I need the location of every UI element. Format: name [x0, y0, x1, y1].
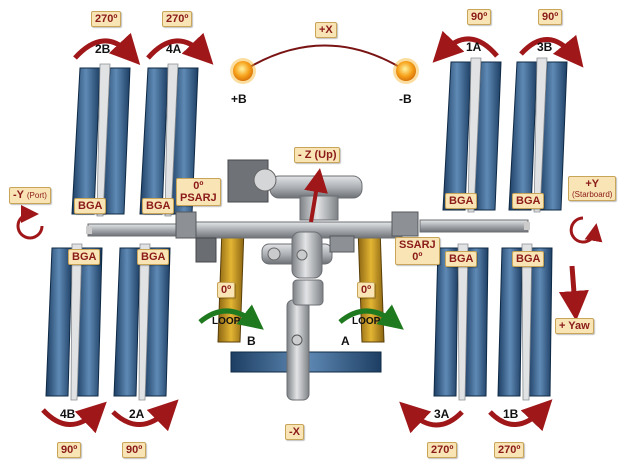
solar-wing-4a: [139, 63, 199, 217]
rotation-arrow-2b: [73, 32, 141, 65]
array-label-1b: 1B: [503, 407, 519, 421]
array-label-1a: 1A: [466, 40, 482, 54]
solar-wing-3b: [508, 57, 568, 213]
rotation-arrow-2a: [111, 399, 179, 432]
array-label-3a: 3A: [434, 407, 450, 421]
solar-wing-1b: [497, 243, 553, 401]
rotation-arrow-1b: [488, 399, 553, 432]
loop-label-a: LOOP: [352, 316, 381, 327]
minus-b-label: -B: [399, 92, 412, 106]
array-label-3b: 3B: [537, 40, 553, 54]
angle-tag-1a: 90º: [467, 9, 492, 25]
array-label-2a: 2A: [129, 407, 145, 421]
solar-wing-2b: [71, 63, 131, 217]
plus-yaw-tag: + Yaw: [555, 318, 594, 334]
rotation-arrow-4b: [41, 401, 107, 434]
node-modules: [227, 159, 363, 279]
main-truss: [86, 211, 530, 263]
starboard-rotation-arrow: [569, 216, 603, 244]
rotation-arrow-4a: [146, 32, 214, 65]
bga-tag-3a: BGA: [445, 251, 478, 267]
angle-tag-2b: 270º: [91, 11, 122, 27]
ssarj-angle: 0º: [412, 251, 423, 263]
plus-y-sublabel: (Starboard): [572, 190, 613, 199]
minus-z-arrow: [304, 168, 328, 223]
yaw-arrow: [558, 265, 589, 321]
angle-tag-1b: 270º: [494, 442, 525, 458]
rotation-arrow-1a: [432, 30, 499, 63]
angle-tag-4a: 270º: [162, 11, 193, 27]
psarj-label: PSARJ: [180, 192, 217, 204]
bga-tag-3b: BGA: [512, 193, 545, 209]
angle-tag-3a: 270º: [427, 442, 458, 458]
bga-tag-4b: BGA: [68, 249, 101, 265]
sun-icon-minus-b: [393, 58, 419, 84]
array-label-4b: 4B: [60, 407, 76, 421]
minus-y-tag: -Y (Port): [9, 187, 51, 204]
array-label-4a: 4A: [166, 42, 182, 56]
loop-arrow-b: [198, 304, 264, 330]
angle-tag-2a: 90º: [122, 442, 147, 458]
angle-tag-4b: 90º: [57, 442, 82, 458]
solar-wing-3a: [433, 243, 489, 401]
bga-tag-2b: BGA: [74, 198, 107, 214]
plus-x-tag: +X: [315, 22, 337, 38]
minus-y-sublabel: (Port): [26, 191, 47, 200]
sun-icon-plus-b: [230, 58, 256, 84]
radiator-a-label: A: [341, 334, 350, 348]
minus-y-label: -Y: [13, 189, 24, 201]
loop-label-b: LOOP: [212, 316, 241, 327]
radiator-a-angle-tag: 0º: [357, 282, 376, 298]
rotation-arrow-3a: [399, 401, 464, 434]
ssarj-label: SSARJ: [399, 239, 436, 251]
solar-wing-1a: [442, 57, 502, 213]
plus-y-tag: +Y(Starboard): [568, 176, 617, 201]
bga-tag-4a: BGA: [142, 198, 175, 214]
radiator-b-label: B: [247, 334, 256, 348]
bga-tag-2a: BGA: [137, 249, 170, 265]
bga-tag-1a: BGA: [445, 193, 478, 209]
sun-arc: [242, 44, 407, 72]
plus-b-label: +B: [231, 92, 247, 106]
minus-x-tag: -X: [285, 424, 304, 440]
solar-wing-4b: [45, 243, 103, 401]
lab-module: [286, 279, 324, 401]
bga-tag-1b: BGA: [512, 251, 545, 267]
loop-arrow-a: [338, 304, 404, 330]
radiator-b-angle-tag: 0º: [217, 282, 236, 298]
array-label-2b: 2B: [95, 42, 111, 56]
solar-wing-2a: [113, 243, 171, 401]
rotation-arrow-3b: [519, 34, 584, 68]
minus-z-tag: - Z (Up): [294, 147, 341, 163]
port-rotation-arrow: [16, 205, 44, 240]
psarj-angle: 0º: [193, 180, 204, 192]
angle-tag-3b: 90º: [538, 9, 563, 25]
plus-y-label: +Y: [585, 178, 600, 190]
